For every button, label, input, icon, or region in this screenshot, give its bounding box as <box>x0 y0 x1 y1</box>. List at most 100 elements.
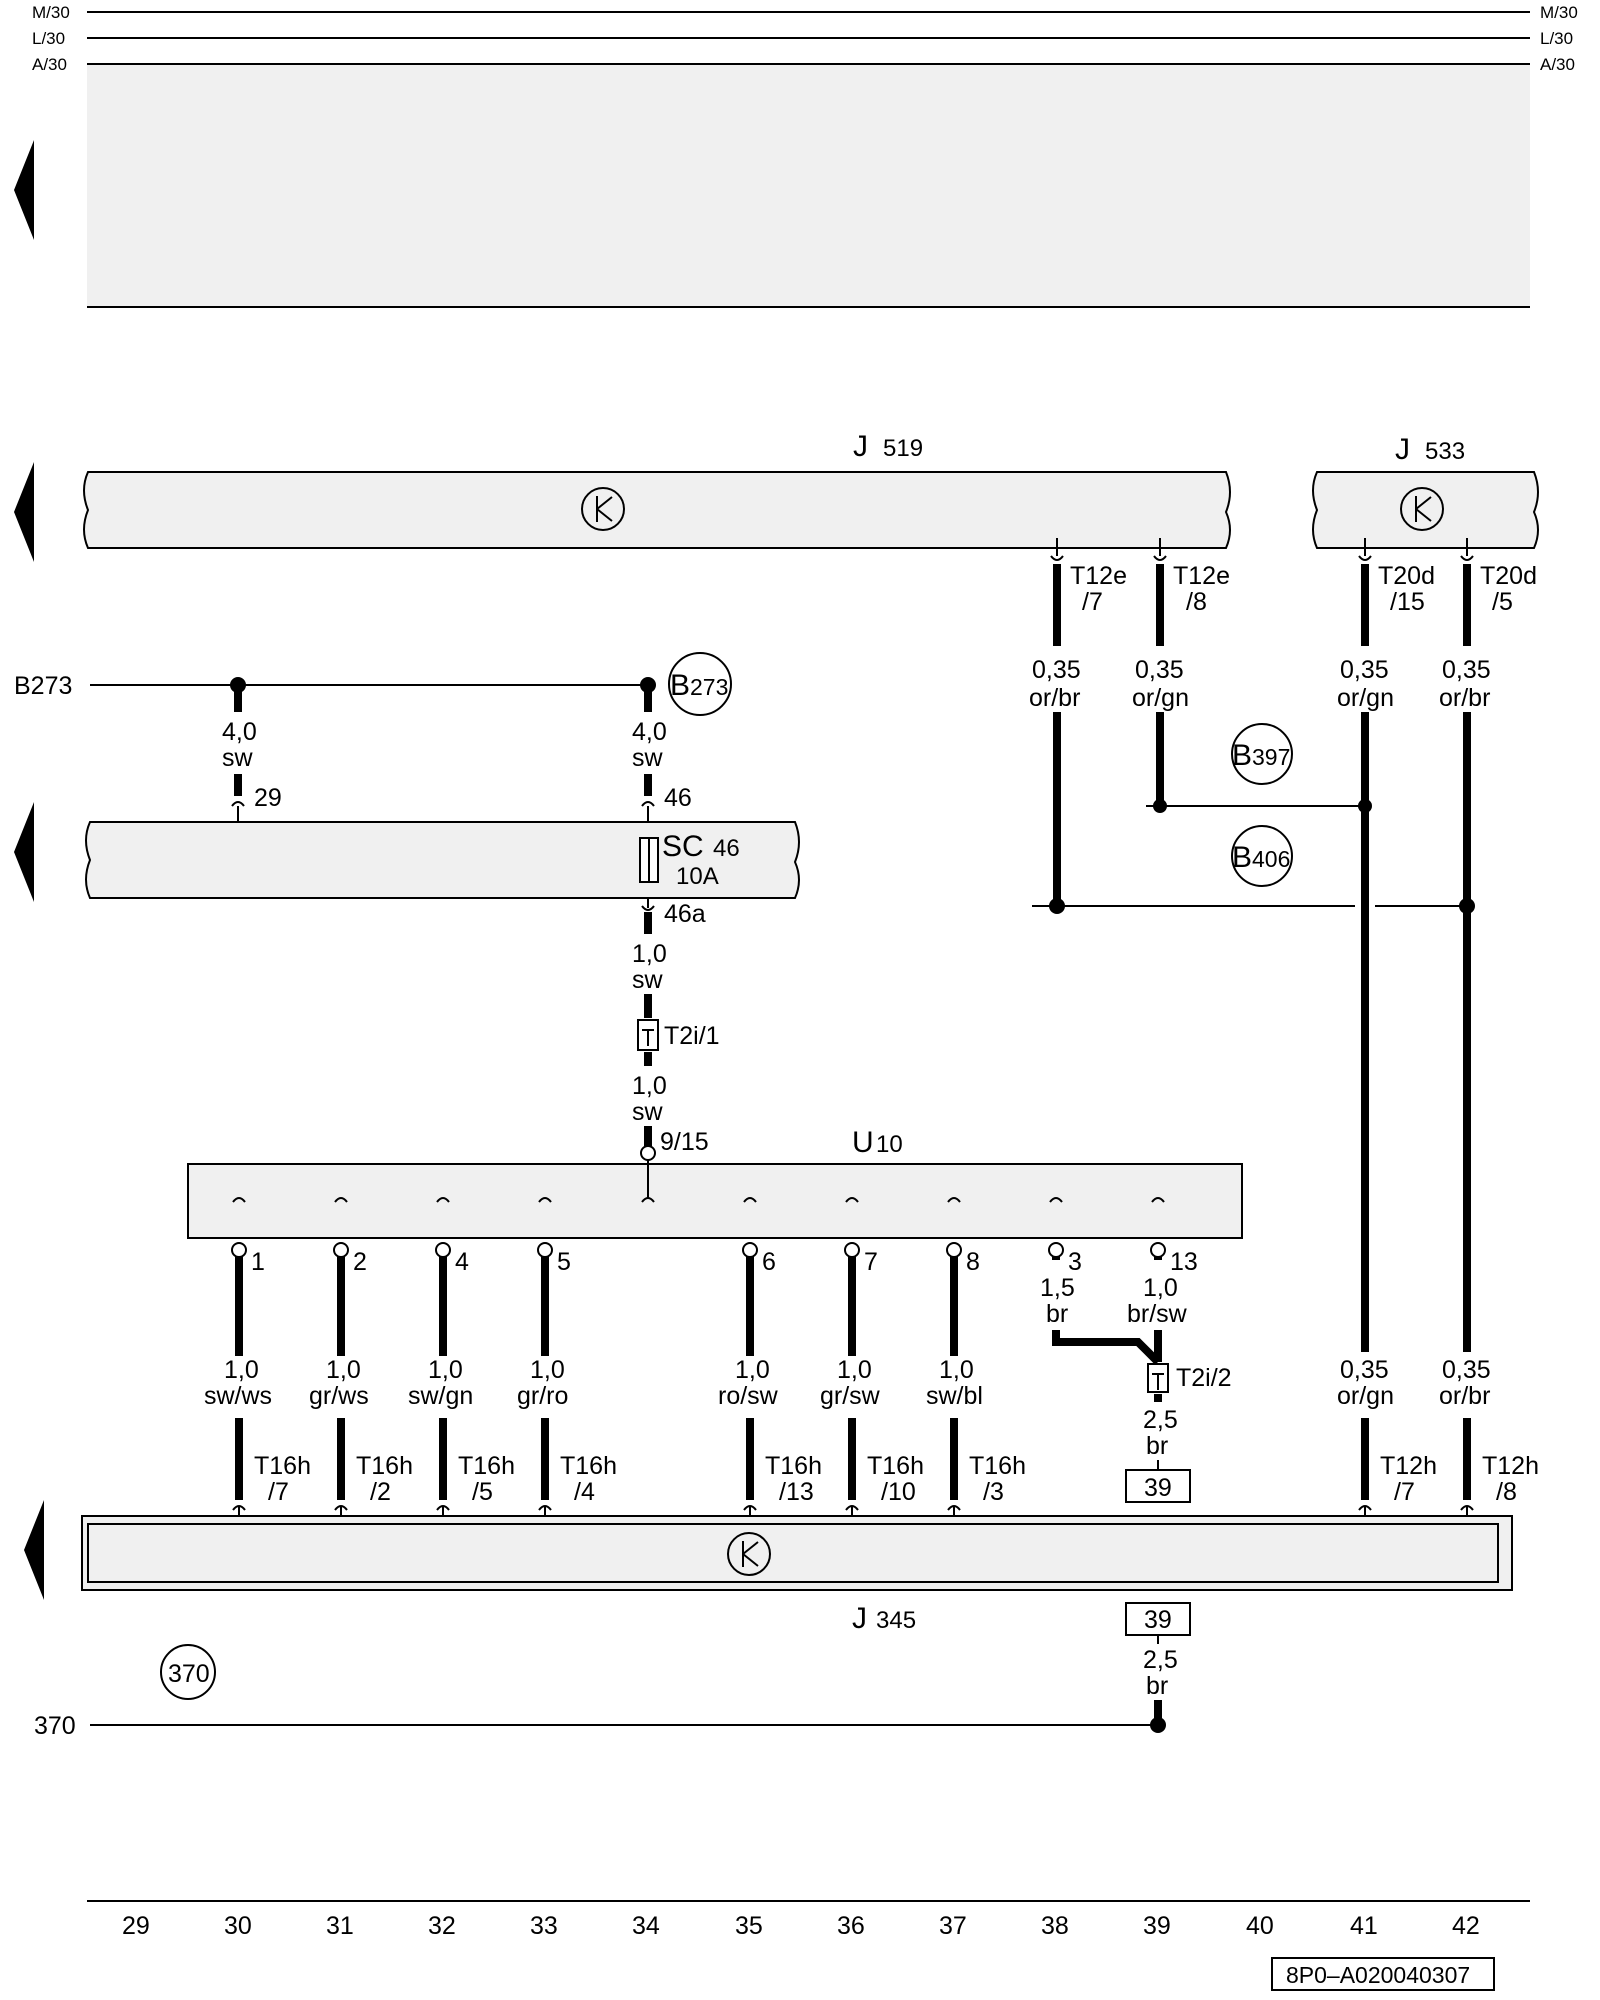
pin-t12h-8-bottom: /8 <box>1496 1478 1517 1506</box>
upper-connector-stubs <box>1050 538 1474 561</box>
u10-number: 10 <box>876 1131 903 1158</box>
wire-size-u10-7: 1,0 <box>837 1356 872 1384</box>
column-number: 38 <box>1041 1912 1069 1940</box>
pin-46: 46 <box>664 784 692 812</box>
wire-size-u10-2: 1,0 <box>326 1356 361 1384</box>
rail-label-left-a30: A/30 <box>32 55 67 74</box>
u10-pin-4: 4 <box>455 1248 469 1276</box>
reference-code: 8P0–A020040307 <box>1286 1962 1470 1988</box>
wire-pin3-pin13-merge <box>1052 1256 1162 1365</box>
marker-370 <box>160 1644 216 1700</box>
u10-pin-13: 13 <box>1170 1248 1198 1276</box>
wire-color-u10-6: ro/sw <box>718 1382 779 1410</box>
connector-glyph-t2i-1 <box>642 1029 654 1046</box>
connector-glyph-t2i-2 <box>1152 1373 1164 1390</box>
page-arrow-icon-4[interactable] <box>24 1500 44 1600</box>
wire-color-right-low-2: or/br <box>1439 1382 1490 1410</box>
u10-bottom-wires <box>235 1256 958 1500</box>
pin-t16h-3-bottom: /3 <box>983 1478 1004 1506</box>
can-bus-icon-j519 <box>581 487 625 531</box>
b397-number: 397 <box>1252 744 1290 770</box>
u10-pin-5: 5 <box>557 1248 571 1276</box>
can-bus-glyph-j345 <box>742 1541 759 1567</box>
column-number: 35 <box>735 1912 763 1940</box>
pin-t20d-5-bottom: /5 <box>1492 588 1513 616</box>
pin-t16h-7-top: T16h <box>254 1452 311 1480</box>
column-number: 32 <box>428 1912 456 1940</box>
wire-color-j519-1: or/br <box>1029 684 1080 712</box>
pin-t20d-15-top: T20d <box>1378 562 1435 590</box>
wire-color-t2i-out: sw <box>632 1098 664 1126</box>
pin-t2i-1: T2i/1 <box>664 1022 720 1050</box>
pin-t12e-8-bottom: /8 <box>1186 588 1207 616</box>
b406-letter: B <box>1232 841 1252 874</box>
pin-t16h-5-bottom: /5 <box>472 1478 493 1506</box>
j533-number: 533 <box>1425 438 1465 465</box>
u10-pin-8: 8 <box>966 1248 980 1276</box>
page-arrow-icon-3[interactable] <box>14 802 34 902</box>
pin-t16h-3-top: T16h <box>969 1452 1026 1480</box>
pin-t2i-2: T2i/2 <box>1176 1364 1232 1392</box>
column-number: 42 <box>1452 1912 1480 1940</box>
right-wires <box>1053 564 1471 1352</box>
wire-color-u10-2: gr/ws <box>309 1382 369 1410</box>
pin-t16h-13-bottom: /13 <box>779 1478 814 1506</box>
b273-marker <box>668 652 732 716</box>
wire-size-b273-a: 4,0 <box>222 718 257 746</box>
b273-number: 273 <box>690 674 728 700</box>
wire-size-right-low-2: 0,35 <box>1442 1356 1491 1384</box>
fuse-out-stub <box>641 898 655 911</box>
b397-letter: B <box>1232 739 1252 772</box>
column-number: 31 <box>326 1912 354 1940</box>
rail-label-right-l30: L/30 <box>1540 29 1573 48</box>
wire-size-t2i2-out: 2,5 <box>1143 1406 1178 1434</box>
j533-name: J <box>1395 433 1410 466</box>
pin-t16h-10-top: T16h <box>867 1452 924 1480</box>
column-number: 33 <box>530 1912 558 1940</box>
wire-size-t2i-out: 1,0 <box>632 1072 667 1100</box>
pin-29: 29 <box>254 784 282 812</box>
b406-marker <box>1231 825 1293 887</box>
b273-line-label: B273 <box>14 672 72 700</box>
pin-marker-9-15 <box>640 1145 656 1161</box>
wire-color-j533-2: or/br <box>1439 684 1490 712</box>
pin-t12h-8-top: T12h <box>1482 1452 1539 1480</box>
ground-box-top <box>1125 1469 1191 1503</box>
junction-b406-right <box>1459 898 1475 914</box>
page-arrow-icon-1[interactable] <box>14 140 34 240</box>
pin-t12e-7-bottom: /7 <box>1082 588 1103 616</box>
column-number: 41 <box>1350 1912 1378 1940</box>
column-number: 30 <box>224 1912 252 1940</box>
u10-pin-7: 7 <box>864 1248 878 1276</box>
pin-t16h-10-bottom: /10 <box>881 1478 916 1506</box>
column-number: 40 <box>1246 1912 1274 1940</box>
wire-size-j533-2: 0,35 <box>1442 656 1491 684</box>
j533-gateway <box>1312 471 1539 549</box>
page-arrow-icon-2[interactable] <box>14 462 34 562</box>
j533-body <box>1312 471 1539 549</box>
u10-pin-3: 3 <box>1068 1248 1082 1276</box>
pin-t12e-8-top: T12e <box>1173 562 1230 590</box>
ground-box-top-label: 39 <box>1144 1474 1172 1502</box>
j519-name: J <box>853 430 868 463</box>
wire-size-ground-out: 2,5 <box>1143 1646 1178 1674</box>
pin-t12h-7-top: T12h <box>1380 1452 1437 1480</box>
upper-panel <box>87 65 1530 307</box>
can-bus-icon-j345 <box>727 1532 771 1576</box>
j345-name: J <box>852 1602 867 1635</box>
pin-9-15: 9/15 <box>660 1128 709 1156</box>
wire-color-u10-8: sw/bl <box>926 1382 983 1410</box>
j345-number: 345 <box>876 1607 916 1634</box>
pin-t16h-7-bottom: /7 <box>268 1478 289 1506</box>
wire-color-sc46-out: sw <box>632 966 664 994</box>
u10-name: U <box>852 1126 874 1159</box>
wire-color-right-low-1: or/gn <box>1337 1382 1394 1410</box>
wire-color-u10-7: gr/sw <box>820 1382 881 1410</box>
pin-t16h-5-top: T16h <box>458 1452 515 1480</box>
junction-b273-a <box>230 677 246 693</box>
wire-color-ground-out: br <box>1146 1672 1168 1700</box>
wire-color-u10-1: sw/ws <box>204 1382 272 1410</box>
j519-body <box>83 471 1231 549</box>
b273-drops <box>234 690 652 796</box>
